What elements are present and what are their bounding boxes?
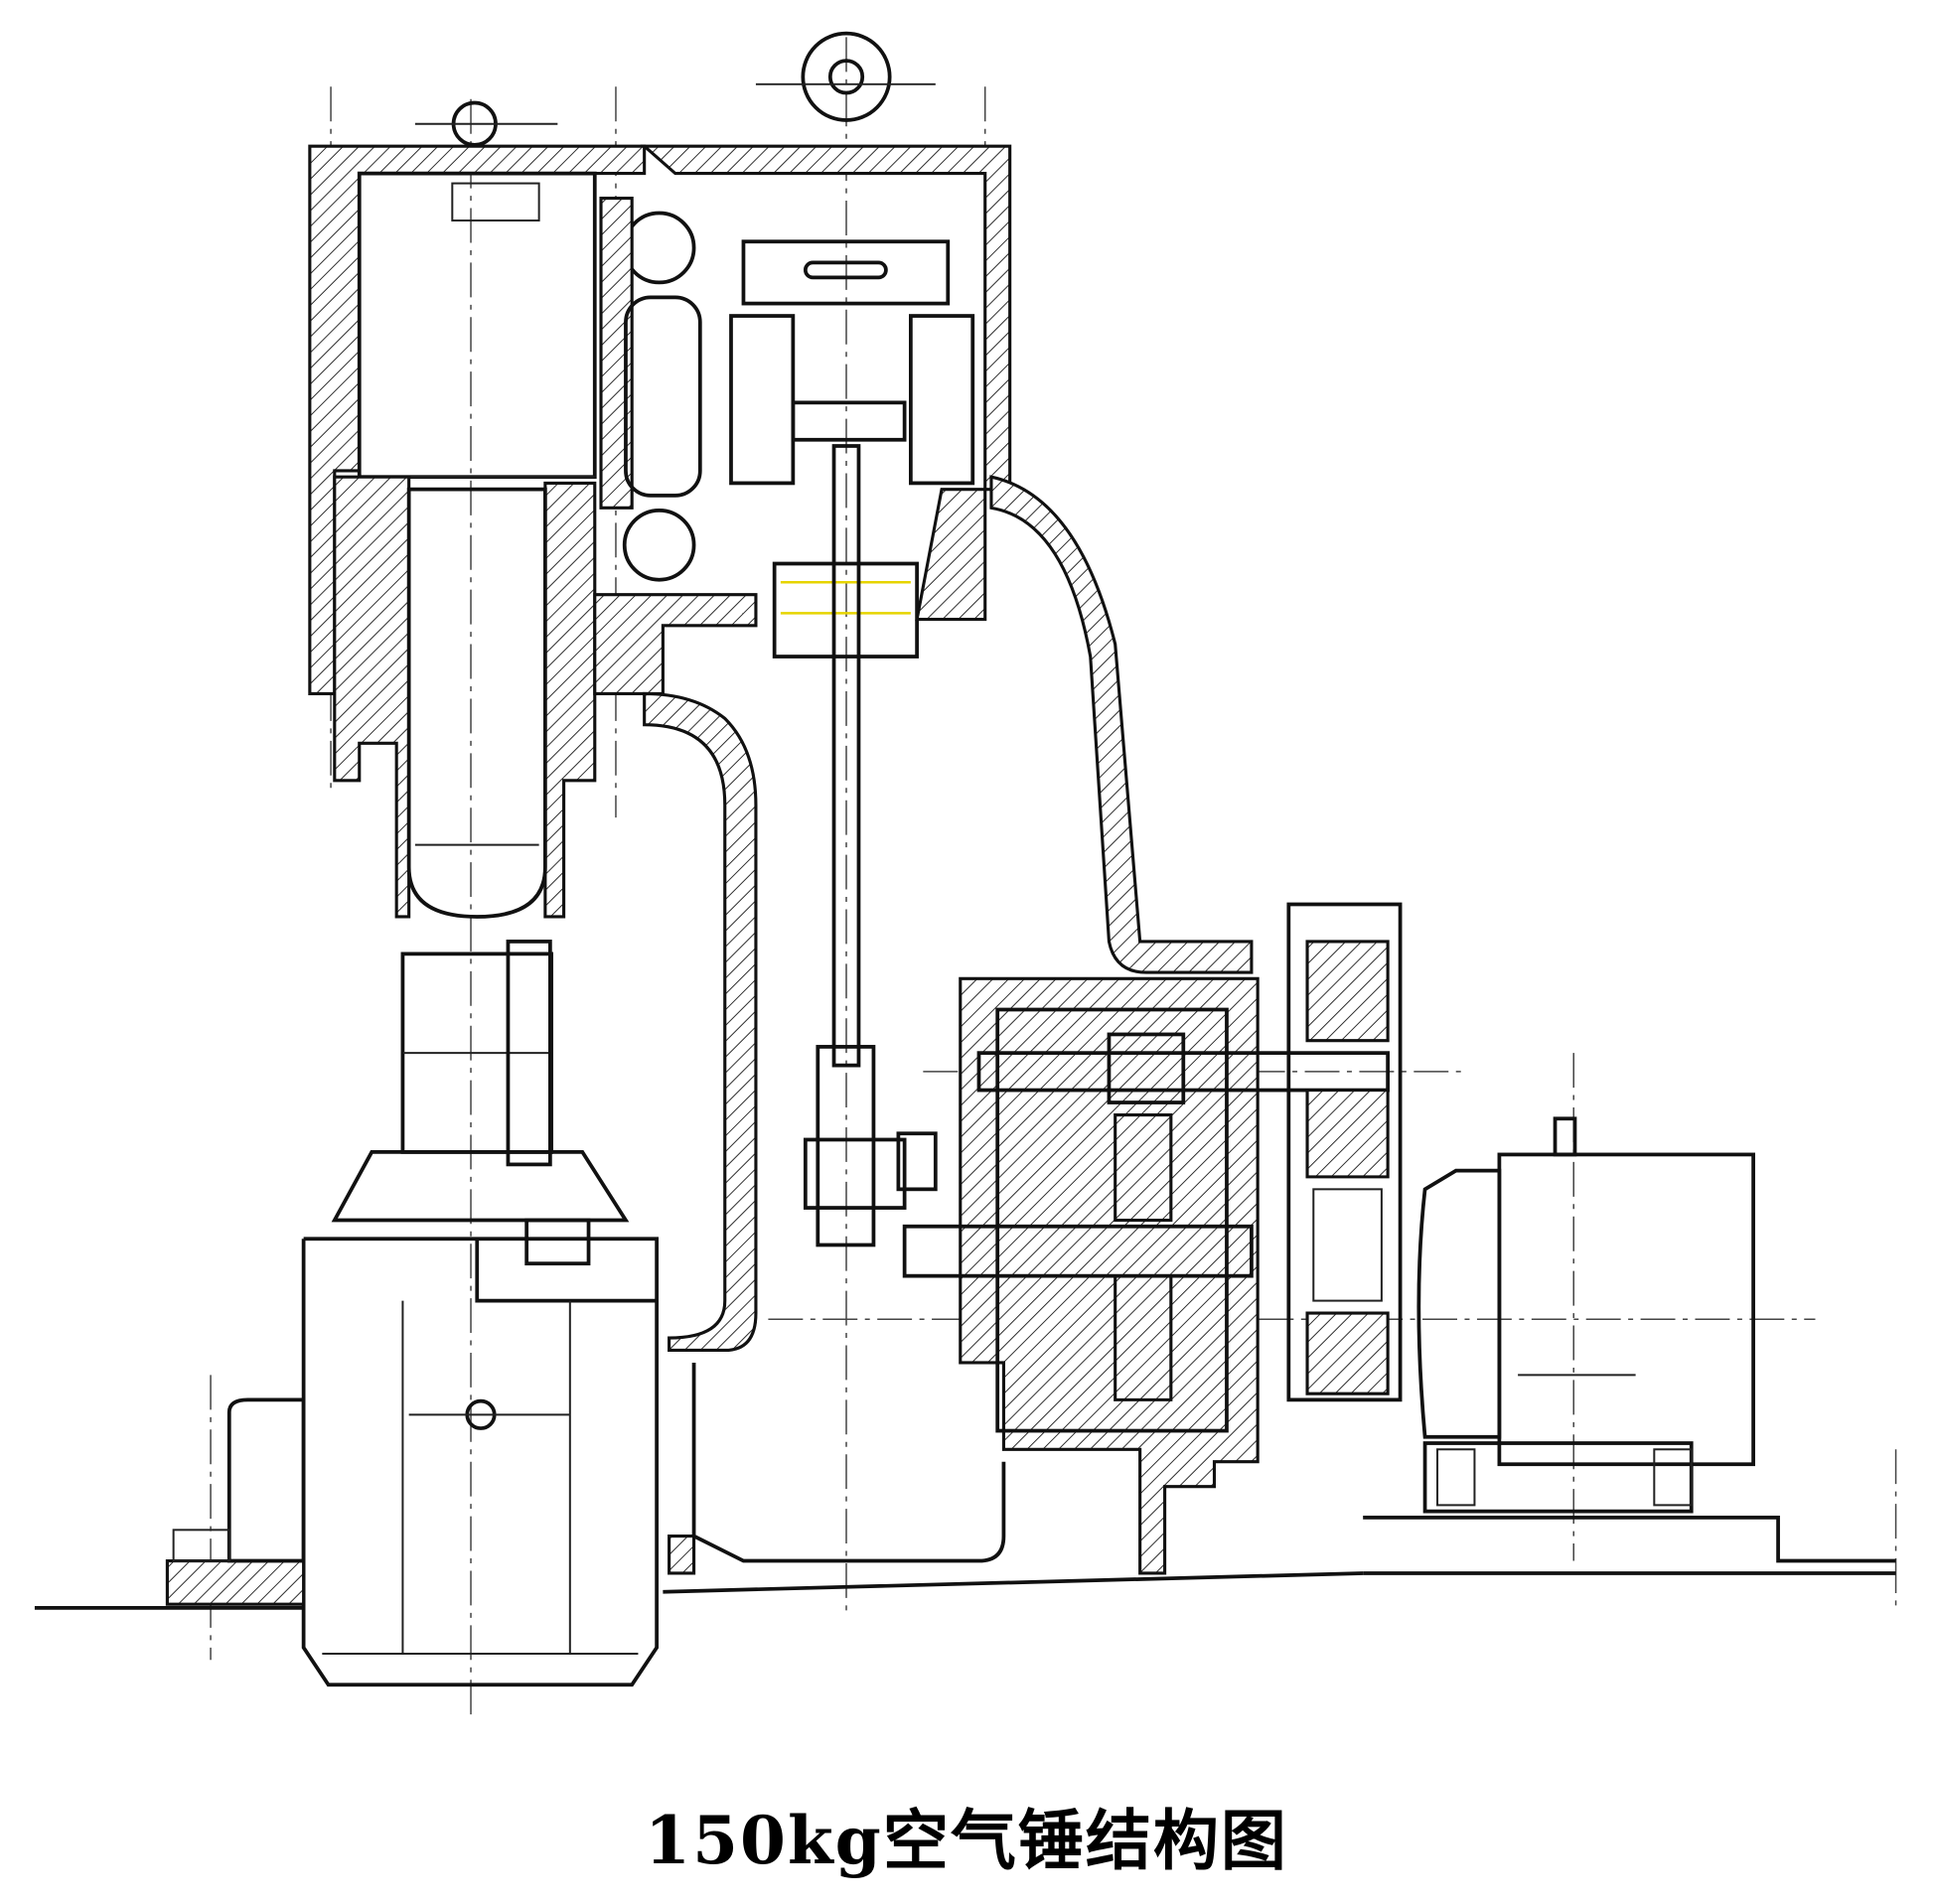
- diagram-caption: 150kg空气锤结构图: [645, 1802, 1288, 1879]
- rotary-valves: [593, 196, 758, 696]
- crank-and-connecting-rod: [803, 1045, 938, 1247]
- working-cylinder: [308, 100, 647, 919]
- gearbox: [902, 976, 1896, 1575]
- flywheel-pulley: [1286, 902, 1403, 1402]
- ram-and-hammer-head: [301, 940, 660, 1687]
- frame-column: [643, 475, 1364, 1594]
- anvil-base-left: [34, 1397, 306, 1610]
- centerlines: [210, 37, 1897, 1722]
- electric-motor: [1363, 1116, 1896, 1563]
- compressor-cylinder: [640, 31, 1012, 1068]
